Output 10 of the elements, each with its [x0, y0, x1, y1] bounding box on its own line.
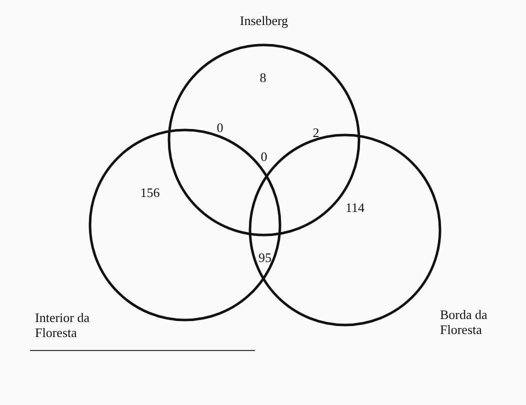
region-count: 95 [258, 250, 272, 266]
region-count: 0 [260, 149, 268, 165]
region-count: 156 [140, 185, 160, 201]
set-label: Inselberg [238, 13, 290, 28]
set-label: Interior da Floresta [35, 310, 91, 340]
set-label: Borda da Floresta [440, 307, 488, 337]
region-count: 114 [345, 200, 365, 216]
region-count: 2 [312, 125, 320, 141]
region-count: 0 [216, 120, 224, 136]
region-count: 8 [260, 70, 266, 86]
